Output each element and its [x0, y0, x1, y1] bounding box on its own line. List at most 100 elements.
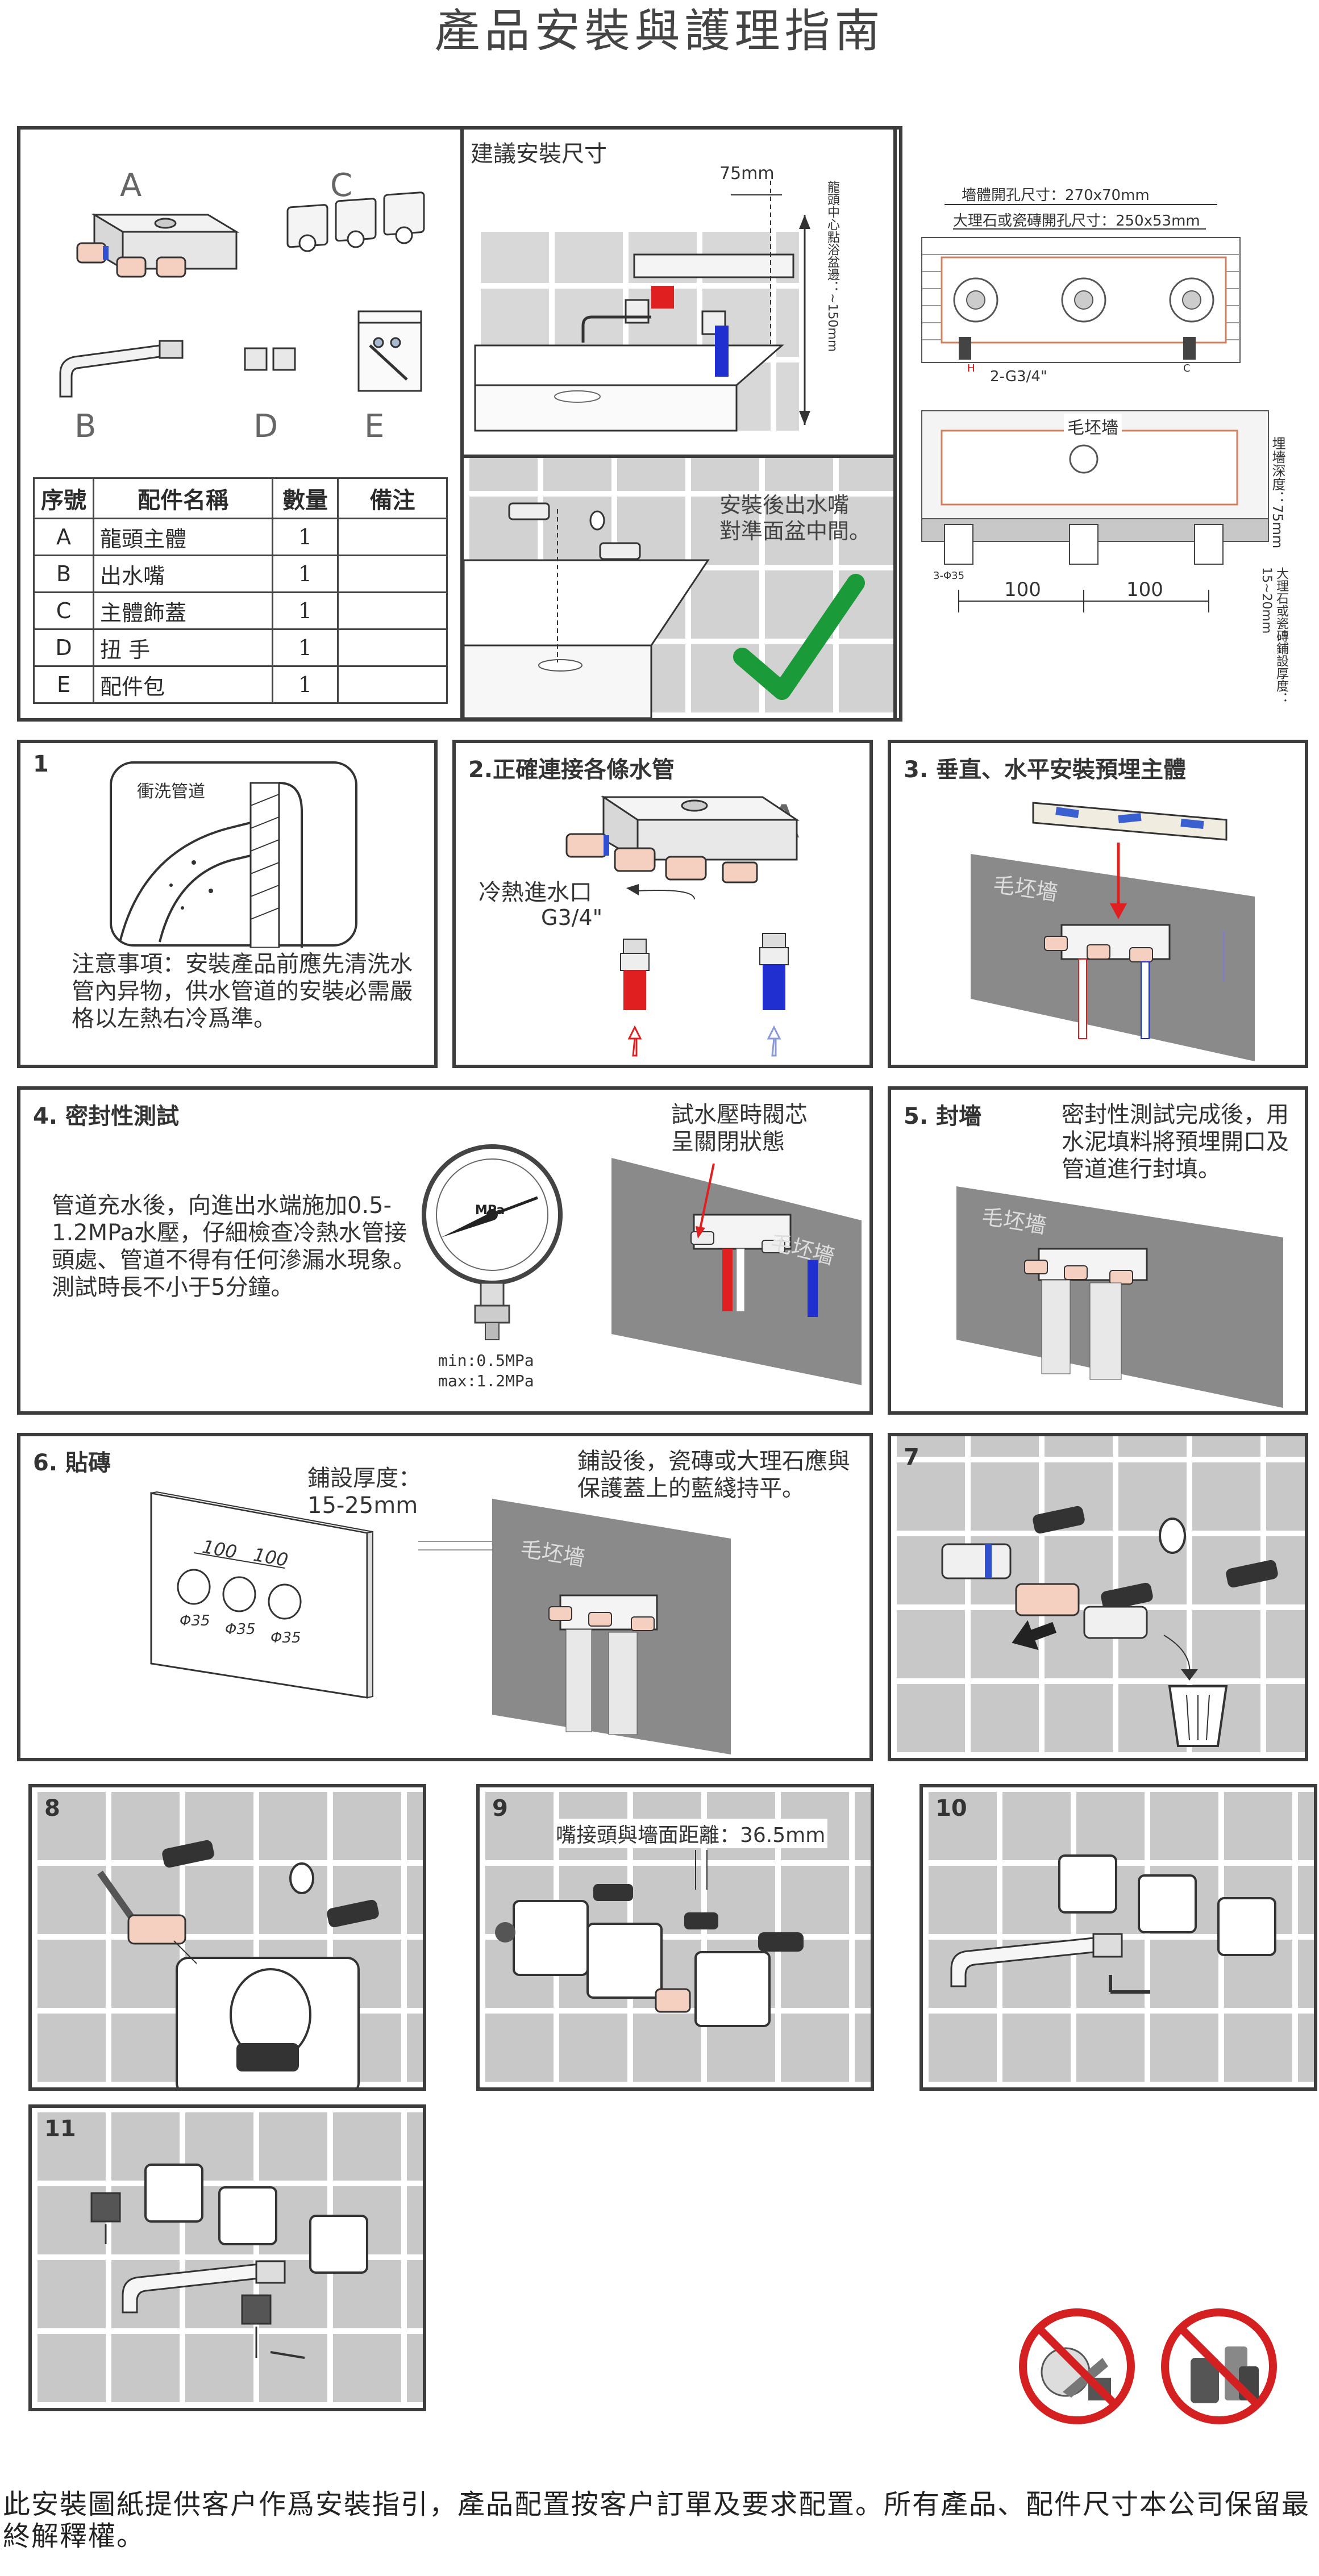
- step6-panel: 6. 貼磚 鋪設厚度： 15-25mm 鋪設後，瓷磚或大理石應與保護蓋上的藍綫持…: [17, 1433, 873, 1761]
- callout-line1: 試水壓時閥芯: [671, 1102, 808, 1128]
- tile-thickness-value: 15~20mm: [1259, 567, 1274, 634]
- install-spout-illustration: [950, 1854, 1276, 1994]
- gauge-unit: MPa: [475, 1203, 505, 1218]
- step11-panel: 11: [28, 2104, 426, 2411]
- header-name: 配件名稱: [93, 477, 273, 519]
- pipe-flush-illustration: [110, 761, 357, 948]
- step10-panel: 10: [919, 1784, 1317, 2091]
- align-diagram: [464, 502, 865, 718]
- row-name: 配件包: [93, 665, 273, 704]
- step7-number: 7: [904, 1444, 919, 1470]
- size-panel: 建議安裝尺寸 75mm 龍頭中心點浴盆邊：~150mm: [464, 130, 893, 455]
- divider: [464, 455, 893, 458]
- step3-title: 3. 垂直、水平安裝預埋主體: [904, 757, 1186, 783]
- thickness-label: 鋪設厚度： 15-25mm: [307, 1465, 421, 1519]
- divider: [460, 130, 464, 718]
- hole-2: Φ35: [225, 1621, 256, 1638]
- size-diagram: [474, 181, 810, 432]
- step10-number: 10: [935, 1795, 967, 1821]
- parts-illustration: [59, 191, 425, 398]
- row-name: 扭 手: [93, 628, 273, 667]
- accessory-bag-icon: [357, 310, 422, 392]
- parts-panel: A C B D E: [20, 130, 460, 718]
- row-id: B: [33, 555, 94, 593]
- valve-callout: 試水壓時閥芯 呈關閉狀態: [671, 1101, 808, 1156]
- inlet-label: 冷熱進水口: [478, 879, 592, 906]
- row-id: C: [33, 591, 94, 630]
- valve-connection-illustration: [565, 795, 800, 1057]
- dim-75: 75mm: [719, 164, 775, 184]
- thickness-label-value: 15-25mm: [307, 1493, 418, 1519]
- header-index: 序號: [33, 477, 94, 519]
- spout-icon: [59, 340, 184, 398]
- hole-label: 3-Φ35: [933, 570, 965, 582]
- row-qty: 1: [272, 591, 339, 630]
- embed-illustration: [971, 802, 1255, 1061]
- depth-label-text: 埋墻深度：: [1270, 436, 1285, 505]
- no-abrasives-icon: [1019, 2308, 1135, 2424]
- depth-label: 埋墻深度：75mm: [1251, 436, 1285, 548]
- pressure-gauge-illustration: [422, 1144, 563, 1340]
- label-d: D: [253, 408, 278, 445]
- row-qty: 1: [272, 555, 339, 593]
- row-id: E: [33, 665, 94, 704]
- step4-title: 4. 密封性測試: [33, 1103, 179, 1129]
- row-id: A: [33, 518, 94, 556]
- step9-number: 9: [492, 1795, 508, 1821]
- spacing-1: 100: [1004, 578, 1041, 601]
- row-name: 主體飾蓋: [93, 591, 273, 630]
- align-note: 安裝後出水嘴 對準面盆中間。: [719, 492, 871, 544]
- step11-number: 11: [44, 2116, 76, 2142]
- table-row: B 出水嘴 1: [33, 555, 448, 593]
- wall-opening-panel: 墻體開孔尺寸：270x70mm 大理石或瓷磚開孔尺寸：250x53mm 2-G3…: [899, 130, 1297, 718]
- wall-diagram: [921, 204, 1269, 612]
- vertical-label: 龍頭中心點浴盆邊：~150mm: [816, 181, 839, 352]
- step9-panel: 9 嘴接頭與墻面距離：36.5mm: [476, 1784, 874, 2091]
- step4-panel: 4. 密封性測試 管道充水後，向進出水端施加0.5-1.2MPa水壓，仔細檢查冷…: [17, 1086, 873, 1415]
- install-stems-illustration: [97, 1840, 379, 2087]
- size-title: 建議安裝尺寸: [471, 141, 607, 167]
- no-chemicals-icon: [1161, 2308, 1277, 2424]
- table-row: D 扭 手 1: [33, 628, 448, 667]
- row-qty: 1: [272, 518, 339, 556]
- page-title: 產品安裝與護理指南: [434, 5, 885, 57]
- align-note-line2: 對準面盆中間。: [719, 519, 871, 544]
- vertical-label-value: ~150mm: [825, 293, 839, 352]
- parts-table: 序號 配件名稱 數量 備注 A 龍頭主體 1 B 出水嘴 1 C 主體飾蓋: [33, 477, 448, 704]
- wall-opening-label: 墻體開孔尺寸：270x70mm: [962, 187, 1150, 204]
- step1-number: 1: [33, 751, 49, 777]
- tile-thickness-text: 大理石或瓷磚鋪設厚度：: [1274, 567, 1288, 705]
- hole-1: Φ35: [180, 1612, 210, 1629]
- row-name: 龍頭主體: [93, 518, 273, 556]
- row-note: [337, 665, 448, 704]
- label-c: C: [330, 167, 353, 204]
- step3-panel: 3. 垂直、水平安裝預埋主體 毛坯墻: [888, 740, 1308, 1068]
- gauge-max: max:1.2MPa: [438, 1372, 534, 1390]
- label-b: B: [74, 408, 97, 445]
- hot-mark: H: [967, 362, 975, 374]
- install-covers-illustration: [495, 1850, 804, 2027]
- thickness-label-text: 鋪設厚度：: [307, 1465, 421, 1491]
- depth-label-value: 75mm: [1270, 505, 1285, 549]
- row-qty: 1: [272, 665, 339, 704]
- parts-table-header: 序號 配件名稱 數量 備注: [33, 477, 448, 519]
- step8-panel: 8: [28, 1784, 426, 2091]
- row-id: D: [33, 628, 94, 667]
- table-row: E 配件包 1: [33, 665, 448, 704]
- header-remark: 備注: [337, 477, 448, 519]
- step5-title: 5. 封墻: [904, 1103, 981, 1129]
- row-note: [337, 555, 448, 593]
- step2-title: 2.正確連接各條水管: [468, 757, 675, 783]
- row-note: [337, 591, 448, 630]
- spacing-2: 100: [1126, 578, 1163, 601]
- step8-number: 8: [44, 1795, 60, 1821]
- step1-note: 注意事項：安裝產品前應先清洗水管內异物，供水管道的安裝必需嚴格以左熱右冷爲準。: [72, 951, 413, 1032]
- remove-caps-illustration: [941, 1506, 1278, 1747]
- divider: [893, 130, 897, 718]
- pipe-label: 2-G3/4": [990, 368, 1047, 385]
- table-row: C 主體飾蓋 1: [33, 591, 448, 630]
- install-handles-illustration: [90, 2164, 368, 2359]
- vertical-label-text: 龍頭中心點浴盆邊：: [825, 181, 839, 293]
- thread-label: G3/4": [541, 905, 603, 930]
- valve-body-icon: [76, 213, 240, 278]
